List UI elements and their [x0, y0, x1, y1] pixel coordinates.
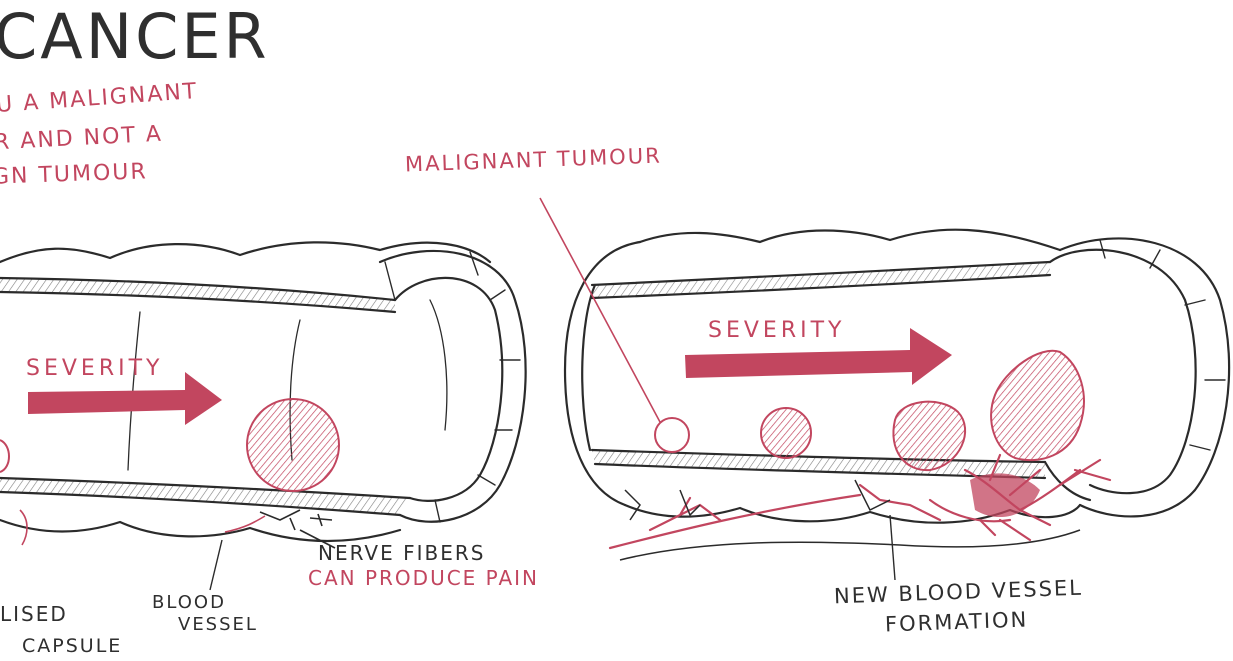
nerve-pain-label: CAN PRODUCE PAIN	[308, 568, 539, 588]
blood-vessel-pointer	[210, 540, 222, 590]
left-severity-label: SEVERITY	[26, 358, 163, 380]
nerve-fibers-label: NERVE FIBERS	[318, 543, 485, 563]
capsule-label-2: CAPSULE	[22, 637, 122, 656]
capsule-label-1: LISED	[0, 604, 68, 624]
page-title: CANCER	[0, 6, 270, 68]
left-top-wall-hatch	[0, 278, 395, 312]
left-large-tumour	[247, 399, 339, 491]
tumour-stage-1	[655, 418, 689, 452]
intro-line-3: GN TUMOUR	[0, 161, 148, 188]
blood-vessel-label-1: BLOOD	[152, 594, 226, 612]
tumour-stage-4	[991, 351, 1084, 460]
new-vessel-pointer	[890, 515, 895, 580]
new-vessel-label-2: FORMATION	[885, 610, 1029, 636]
right-bottom-wall-hatch	[592, 450, 1045, 478]
blood-vessel-label-2: VESSEL	[178, 616, 258, 634]
left-bottom-wall-hatch	[0, 478, 410, 515]
left-small-tumour	[0, 440, 9, 472]
right-severity-label: SEVERITY	[708, 320, 845, 342]
tumour-stage-2	[761, 408, 811, 458]
malignant-pointer	[540, 198, 660, 422]
